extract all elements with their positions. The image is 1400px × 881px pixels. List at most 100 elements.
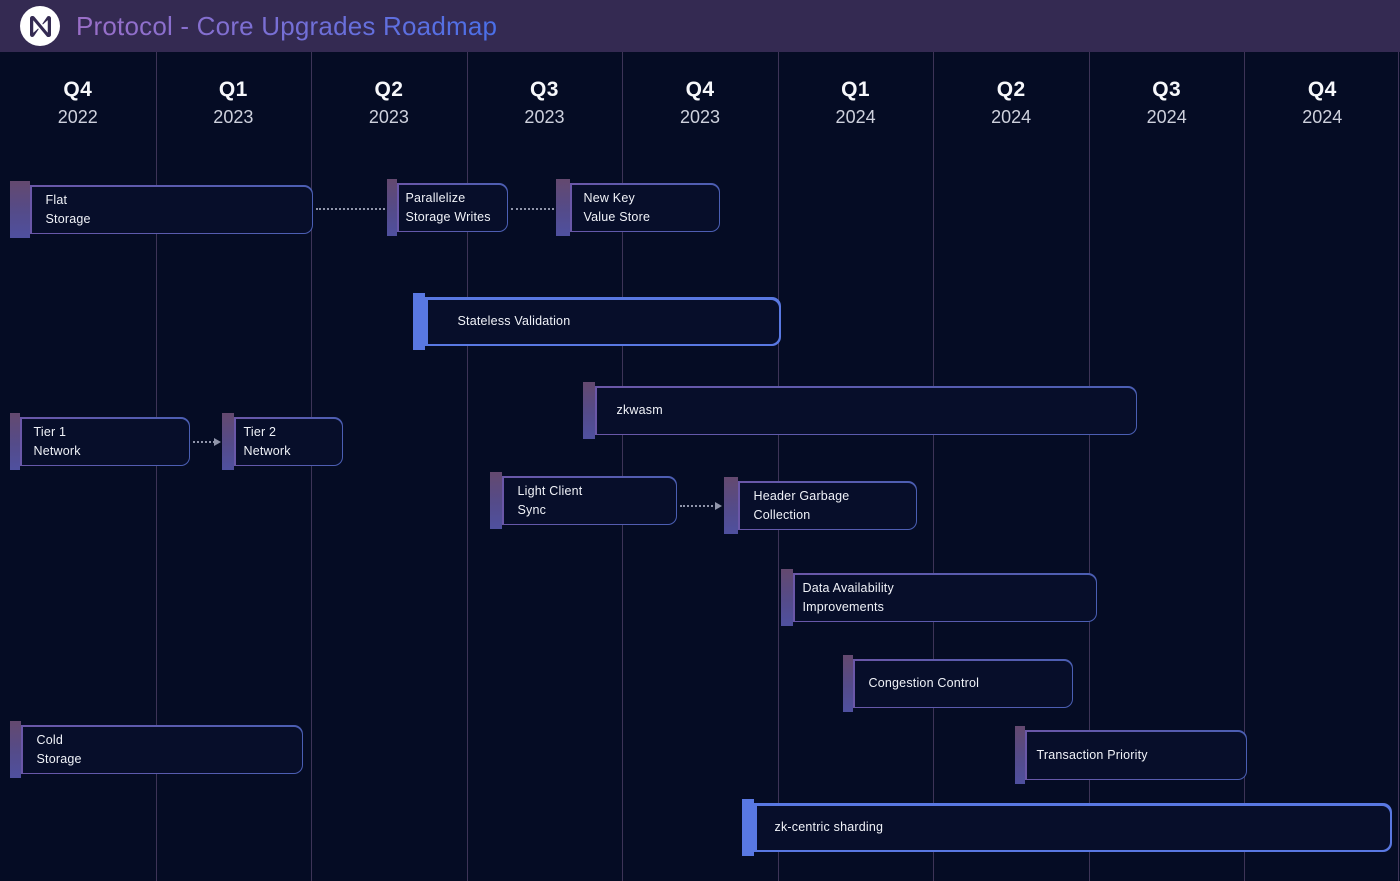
quarter-gridline	[933, 52, 934, 881]
task-accent-bar	[556, 179, 570, 236]
task-bar-inner: Tier 2 Network	[236, 419, 342, 465]
task-accent-bar	[10, 181, 30, 238]
task-accent-bar	[781, 569, 793, 626]
task-bar-body: Data Availability Improvements	[793, 573, 1097, 622]
year-label: 2023	[524, 107, 564, 128]
quarter-label: Q2	[991, 78, 1031, 102]
column-header-q2-2023: Q2 2023	[369, 78, 409, 128]
task-bar-inner: Data Availability Improvements	[795, 575, 1096, 621]
dependency-connector-tier-1-network-to-tier-2-network	[193, 441, 219, 443]
year-label: 2023	[369, 107, 409, 128]
column-header-q3-2024: Q3 2024	[1147, 78, 1187, 128]
quarter-label: Q1	[213, 78, 253, 102]
task-bar-body: Tier 1 Network	[20, 417, 190, 466]
quarter-label: Q4	[680, 78, 720, 102]
task-label: Light Client Sync	[518, 482, 583, 518]
task-bar-body: New Key Value Store	[570, 183, 720, 232]
page-title: Protocol - Core Upgrades Roadmap	[76, 11, 497, 42]
task-bar-data-availability-improvements[interactable]: Data Availability Improvements	[781, 569, 1097, 626]
task-accent-bar	[843, 655, 853, 712]
task-bar-inner: Light Client Sync	[504, 478, 676, 524]
task-accent-bar	[10, 721, 21, 778]
task-accent-bar	[222, 413, 234, 470]
task-bar-body: Transaction Priority	[1025, 730, 1247, 780]
task-bar-light-client-sync[interactable]: Light Client Sync	[490, 472, 677, 529]
year-label: 2024	[991, 107, 1031, 128]
task-accent-bar	[387, 179, 397, 236]
task-bar-inner: Cold Storage	[23, 727, 302, 773]
app-header: Protocol - Core Upgrades Roadmap	[0, 0, 1400, 52]
task-accent-bar	[583, 382, 595, 439]
task-accent-bar	[490, 472, 502, 529]
task-bar-inner: Header Garbage Collection	[740, 483, 916, 529]
dependency-connector-flat-storage-to-parallelize-storage-writes	[316, 208, 385, 210]
quarter-gridline	[622, 52, 623, 881]
quarter-label: Q4	[1302, 78, 1342, 102]
column-header-q4-2022: Q4 2022	[58, 78, 98, 128]
connector-arrowhead-icon	[715, 502, 722, 510]
task-label: Transaction Priority	[1037, 746, 1148, 764]
task-bar-inner: Transaction Priority	[1027, 732, 1246, 779]
column-header-q3-2023: Q3 2023	[524, 78, 564, 128]
column-header-q2-2024: Q2 2024	[991, 78, 1031, 128]
task-label: zkwasm	[617, 401, 663, 419]
task-bar-stateless-validation[interactable]: Stateless Validation	[413, 293, 781, 350]
task-bar-body: Light Client Sync	[502, 476, 677, 525]
task-bar-body: Tier 2 Network	[234, 417, 343, 466]
task-bar-body: Stateless Validation	[425, 297, 781, 346]
task-label: Data Availability Improvements	[803, 579, 894, 615]
task-bar-tier-1-network[interactable]: Tier 1 Network	[10, 413, 190, 470]
task-bar-cold-storage[interactable]: Cold Storage	[10, 721, 303, 778]
task-bar-inner: Stateless Validation	[428, 300, 779, 344]
quarter-gridline	[467, 52, 468, 881]
task-bar-inner: zkwasm	[597, 388, 1136, 434]
quarter-gridline	[1398, 52, 1399, 881]
task-bar-transaction-priority[interactable]: Transaction Priority	[1015, 726, 1247, 784]
task-label: Congestion Control	[869, 674, 980, 692]
column-header-q1-2023: Q1 2023	[213, 78, 253, 128]
task-label: Tier 2 Network	[244, 423, 291, 459]
task-bar-body: Congestion Control	[853, 659, 1073, 708]
column-header-q4-2023: Q42023	[680, 78, 720, 128]
dependency-connector-light-client-sync-to-header-garbage-collection	[680, 505, 720, 507]
quarter-label: Q3	[524, 78, 564, 102]
task-bar-parallelize-storage-writes[interactable]: Parallelize Storage Writes	[387, 179, 508, 236]
task-accent-bar	[10, 413, 20, 470]
task-bar-body: Header Garbage Collection	[738, 481, 917, 530]
year-label: 2024	[1147, 107, 1187, 128]
column-header-q1-2024: Q1 2024	[836, 78, 876, 128]
task-accent-bar	[742, 799, 754, 856]
dependency-connector-parallelize-storage-writes-to-new-key-value-store	[511, 208, 554, 210]
quarter-label: Q2	[369, 78, 409, 102]
task-label: Header Garbage Collection	[754, 487, 850, 523]
task-bar-inner: Congestion Control	[855, 661, 1072, 707]
column-header-q4-2024: Q4 2024	[1302, 78, 1342, 128]
quarter-label: Q1	[836, 78, 876, 102]
task-bar-body: zk-centric sharding	[754, 803, 1392, 852]
task-bar-body: Cold Storage	[21, 725, 303, 774]
task-bar-header-garbage-collection[interactable]: Header Garbage Collection	[724, 477, 917, 534]
connector-arrowhead-icon	[214, 438, 221, 446]
task-bar-zk-centric-sharding[interactable]: zk-centric sharding	[742, 799, 1392, 856]
near-logo	[20, 6, 60, 46]
task-bar-new-key-value-store[interactable]: New Key Value Store	[556, 179, 720, 236]
quarter-label: Q4	[58, 78, 98, 102]
task-label: zk-centric sharding	[775, 818, 884, 836]
near-logo-icon	[30, 16, 51, 37]
task-accent-bar	[724, 477, 738, 534]
task-label: Cold Storage	[37, 731, 82, 767]
year-label: 2023	[213, 107, 253, 128]
task-bar-tier-2-network[interactable]: Tier 2 Network	[222, 413, 343, 470]
task-bar-inner: Parallelize Storage Writes	[399, 185, 507, 231]
task-bar-flat-storage[interactable]: Flat Storage	[10, 181, 313, 238]
task-bar-body: zkwasm	[595, 386, 1137, 435]
task-bar-zkwasm[interactable]: zkwasm	[583, 382, 1137, 439]
year-label: 2024	[1302, 107, 1342, 128]
task-bar-inner: zk-centric sharding	[757, 806, 1390, 850]
quarter-label: Q3	[1147, 78, 1187, 102]
task-bar-body: Parallelize Storage Writes	[397, 183, 508, 232]
year-label: 2024	[836, 107, 876, 128]
task-label: Tier 1 Network	[34, 423, 81, 459]
year-label: 2022	[58, 107, 98, 128]
task-bar-congestion-control[interactable]: Congestion Control	[843, 655, 1073, 712]
